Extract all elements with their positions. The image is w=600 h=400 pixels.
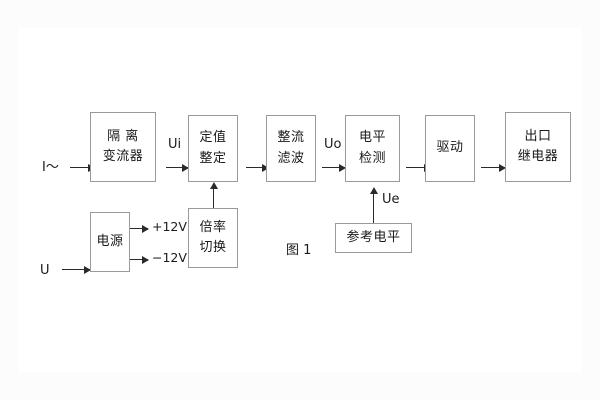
block-output-relay-line2: 继电器 — [517, 149, 559, 164]
arrow-setting-to-rectify — [246, 163, 269, 172]
block-drive-line1: 驱动 — [436, 140, 464, 156]
block-multiplier-switch[interactable]: 倍率 切换 — [188, 208, 238, 268]
block-setting-line1: 定值 — [199, 130, 227, 146]
arrow-isolation-to-setting — [166, 163, 189, 172]
block-output-relay[interactable]: 出口 继电器 — [505, 112, 571, 182]
block-setting[interactable]: 定值 整定 — [188, 115, 238, 182]
signal-ui-label: Ui — [168, 137, 182, 152]
positive-rail-label: +12V — [152, 219, 187, 234]
signal-uo-label: Uo — [324, 137, 342, 152]
negative-rail-label: −12V — [152, 250, 187, 265]
arrow-rectify-to-level — [322, 163, 346, 172]
block-rectify-filter[interactable]: 整流 滤波 — [266, 115, 316, 182]
arrow-drive-to-output-relay — [481, 163, 506, 172]
block-multiplier-switch-line2: 切换 — [199, 240, 227, 255]
block-power-supply[interactable]: 电源 — [90, 212, 130, 272]
arrow-multiplier-to-setting — [209, 182, 218, 208]
arrow-negative-rail — [130, 255, 149, 264]
voltage-input-label: U — [40, 263, 50, 278]
current-input-label: I～ — [42, 160, 59, 175]
block-reference-level-line1: 参考电平 — [346, 229, 401, 245]
arrow-positive-rail — [130, 224, 149, 233]
figure-plate: I～ 隔 离 变流器 Ui 定值 整定 整流 滤波 Uo 电平 检测 — [18, 28, 582, 372]
block-multiplier-switch-line1: 倍率 — [199, 219, 227, 235]
block-reference-level[interactable]: 参考电平 — [335, 223, 412, 253]
signal-ue-label: Ue — [382, 192, 400, 207]
block-level-detect-line2: 检测 — [358, 150, 386, 166]
block-isolation-ct-line1: 隔 离 — [107, 128, 139, 144]
block-isolation-ct-line2: 变流器 — [102, 149, 144, 164]
block-rectify-filter-line1: 整流 — [277, 130, 305, 146]
block-setting-line2: 整定 — [199, 150, 227, 166]
arrow-reference-to-level-detect — [369, 187, 378, 223]
block-level-detect[interactable]: 电平 检测 — [345, 115, 400, 182]
figure-caption: 图 1 — [286, 243, 312, 258]
block-level-detect-line1: 电平 — [358, 130, 386, 146]
block-isolation-ct[interactable]: 隔 离 变流器 — [90, 112, 156, 182]
arrow-voltage-to-power-supply — [62, 265, 91, 274]
block-drive[interactable]: 驱动 — [425, 115, 475, 182]
block-rectify-filter-line2: 滤波 — [277, 150, 305, 166]
block-power-supply-line1: 电源 — [96, 233, 124, 249]
block-output-relay-line1: 出口 — [524, 128, 552, 144]
